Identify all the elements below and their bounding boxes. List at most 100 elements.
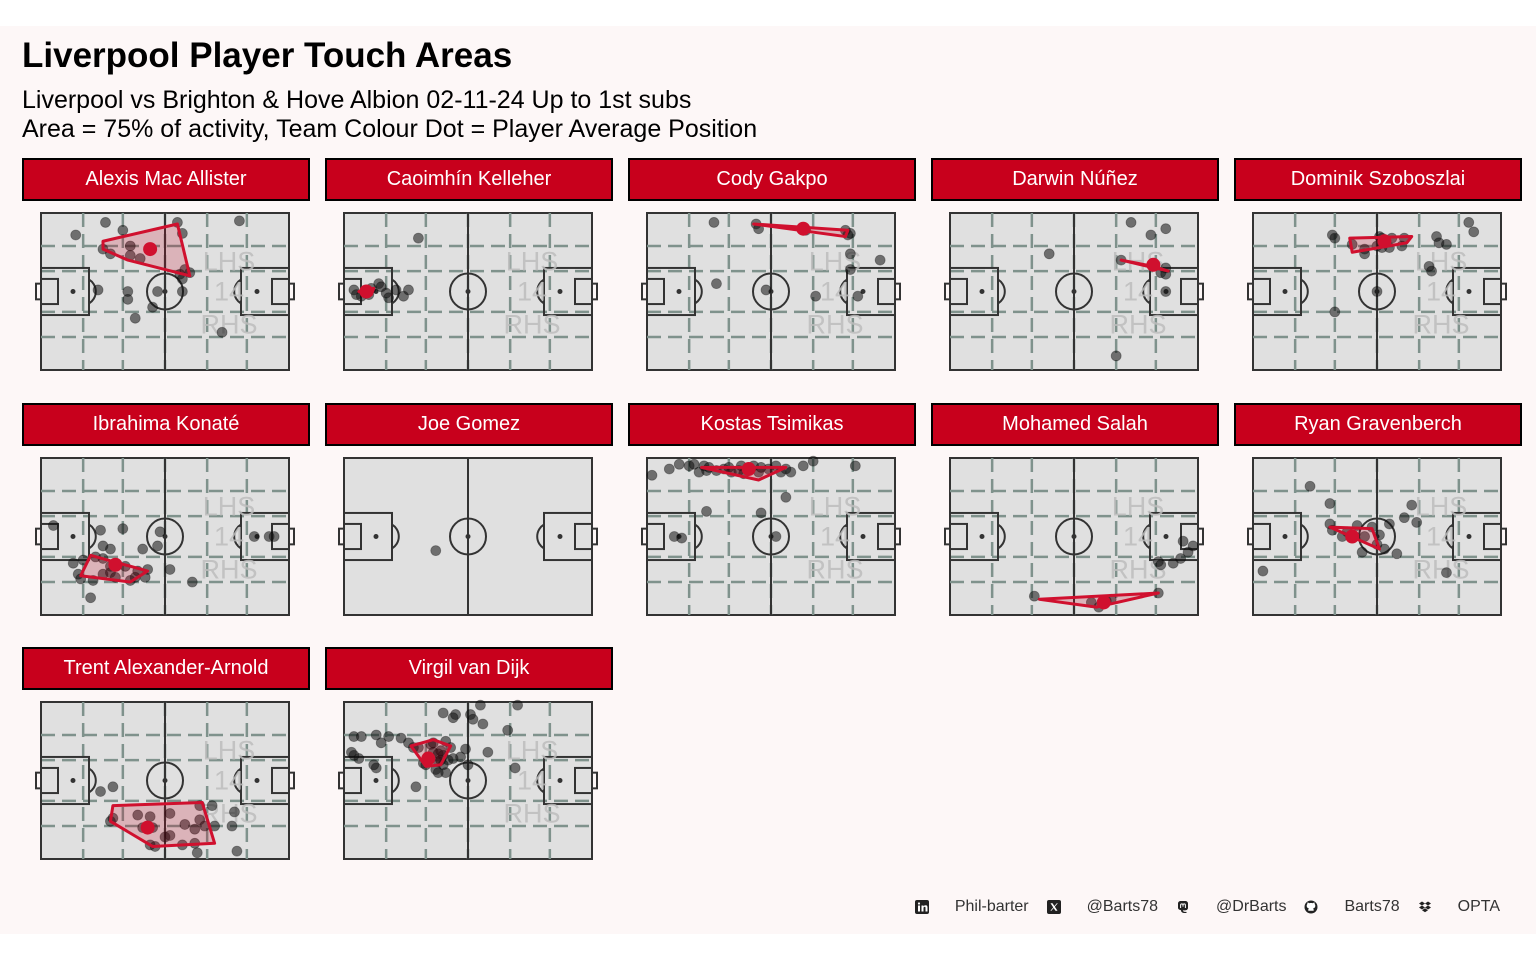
- watermark-text: 14: [214, 522, 244, 552]
- goal-left: [338, 282, 345, 301]
- goal-right: [1500, 527, 1507, 546]
- watermark-text: RHS: [806, 554, 863, 584]
- touch-point: [1371, 286, 1383, 297]
- average-position-dot: [741, 461, 756, 476]
- touch-point: [437, 707, 449, 719]
- touch-point: [390, 284, 402, 296]
- goal-right: [1500, 282, 1507, 301]
- centre-circle: [1055, 272, 1093, 311]
- centre-spot: [162, 534, 168, 539]
- touch-point: [403, 284, 414, 296]
- touch-point: [383, 731, 395, 742]
- touch-point: [673, 458, 685, 470]
- touch-point: [85, 592, 96, 604]
- touch-point: [152, 540, 163, 552]
- centre-spot: [162, 289, 168, 294]
- credit-linkedin[interactable]: Phil-barter: [914, 898, 1029, 916]
- credit-x[interactable]: @Barts78: [1046, 898, 1158, 916]
- activity-area-hull: [108, 800, 217, 848]
- penalty-spot-right: [1466, 534, 1472, 539]
- touch-point: [708, 217, 720, 228]
- centre-circle: [449, 272, 487, 311]
- touch-point: [852, 290, 864, 302]
- penalty-spot-left: [373, 534, 379, 539]
- credit-linkedin-text: Phil-barter: [954, 898, 1029, 915]
- penalty-arc-right: [839, 278, 848, 305]
- watermark-text: RHS: [806, 309, 863, 339]
- penalty-spot-left: [70, 289, 76, 294]
- touch-point: [482, 746, 494, 758]
- penalty-spot-right: [1466, 289, 1472, 294]
- goal-left: [35, 527, 42, 546]
- watermark-text: 14: [214, 766, 244, 796]
- watermark-text: LHS: [203, 492, 256, 522]
- penalty-arc-right: [1445, 523, 1454, 550]
- touch-point: [67, 557, 79, 569]
- penalty-arc-left: [694, 278, 703, 305]
- watermark-text: 14: [214, 277, 244, 307]
- touch-point: [1324, 498, 1336, 509]
- goal-left: [944, 282, 951, 301]
- touch-point: [1160, 286, 1172, 297]
- credit-dropbox[interactable]: OPTA: [1418, 898, 1500, 916]
- goal-left: [35, 771, 42, 790]
- credit-dropbox-text: OPTA: [1457, 898, 1500, 915]
- touch-point: [355, 731, 367, 742]
- touch-point: [233, 215, 245, 227]
- goal-right: [894, 282, 901, 301]
- goal-right: [591, 527, 598, 546]
- watermark-text: LHS: [809, 492, 862, 522]
- touch-point: [70, 229, 82, 241]
- penalty-arc-left: [391, 767, 400, 794]
- touch-point: [1155, 559, 1167, 571]
- touch-point: [395, 732, 407, 744]
- average-position-dot: [1146, 257, 1161, 272]
- facet-strip-label: Virgil van Dijk: [325, 647, 613, 690]
- penalty-spot-left: [979, 534, 985, 539]
- touch-point: [1426, 265, 1437, 277]
- touch-points: [430, 545, 442, 557]
- credit-mastodon-text: @DrBarts: [1216, 898, 1287, 915]
- centre-spot: [162, 778, 168, 783]
- centre-spot: [1071, 289, 1077, 294]
- touch-point: [95, 524, 106, 536]
- watermark-text: RHS: [1109, 309, 1166, 339]
- penalty-arc-left: [391, 523, 400, 550]
- touch-point: [467, 713, 479, 725]
- goal-right: [288, 771, 295, 790]
- linkedin-icon: [914, 900, 929, 914]
- penalty-spot-left: [979, 289, 985, 294]
- touch-point: [383, 292, 395, 304]
- centre-circle: [449, 517, 487, 556]
- penalty-spot-left: [70, 778, 76, 783]
- touch-point: [122, 293, 134, 305]
- touch-point: [1145, 229, 1157, 241]
- watermark-text: 14: [517, 766, 547, 796]
- credit-mastodon[interactable]: @DrBarts: [1176, 898, 1286, 916]
- touch-point: [711, 278, 722, 290]
- touch-point: [432, 767, 444, 779]
- touch-point: [760, 284, 772, 296]
- touch-point: [231, 845, 243, 857]
- touch-point: [810, 290, 822, 302]
- facet-strip-label: Cody Gakpo: [628, 158, 916, 201]
- credit-github[interactable]: Barts78: [1304, 898, 1400, 916]
- touch-point: [179, 819, 191, 830]
- touch-point: [1411, 516, 1423, 528]
- watermark-text: 14: [1123, 277, 1153, 307]
- touch-point: [676, 532, 688, 544]
- touch-point: [844, 248, 856, 260]
- touch-point: [147, 301, 158, 313]
- centre-circle: [146, 517, 184, 556]
- penalty-spot-right: [557, 534, 563, 539]
- goal-left: [641, 282, 648, 301]
- watermark-text: 14: [517, 277, 547, 307]
- github-icon: [1304, 900, 1318, 914]
- touch-point: [164, 830, 176, 841]
- goal-right: [1197, 527, 1204, 546]
